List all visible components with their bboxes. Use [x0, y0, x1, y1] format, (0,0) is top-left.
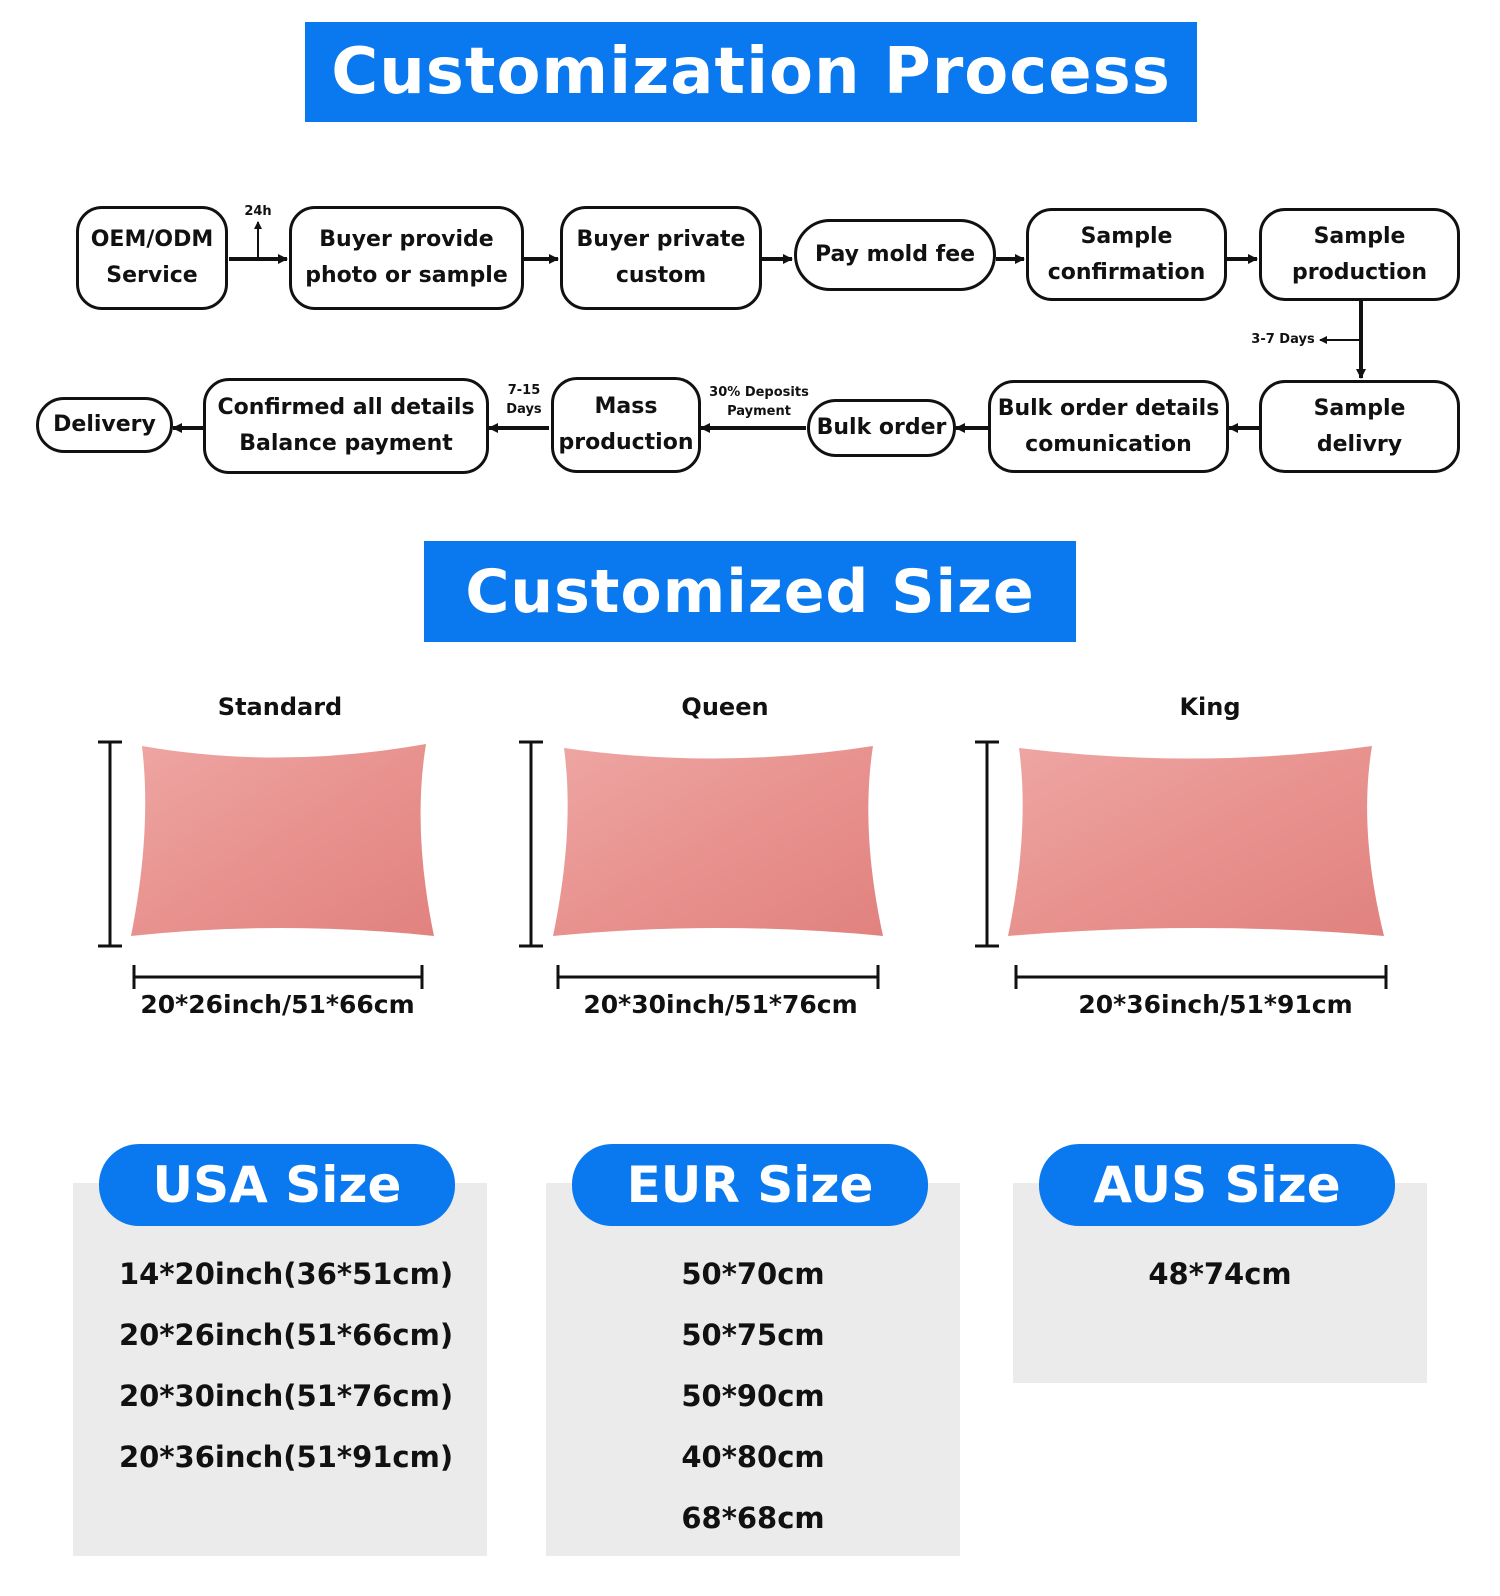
height-bar-queen — [519, 740, 543, 948]
node-line: OEM/ODM — [90, 227, 214, 252]
note-30-deposit: 30% Deposits Payment — [703, 383, 815, 421]
node-pay-mold-fee: Pay mold fee — [794, 219, 996, 291]
aus-size-item: 48*74cm — [1148, 1257, 1292, 1291]
note-line: Payment — [727, 404, 791, 419]
note-24h: 24h — [244, 204, 272, 219]
width-bar-king — [1014, 965, 1388, 989]
node-line: Mass — [594, 394, 658, 419]
node-line: Bulk order — [816, 415, 947, 440]
size-name-king: King — [1179, 693, 1241, 721]
height-bar-king — [975, 740, 999, 948]
width-bar-queen — [556, 965, 880, 989]
node-line: comunication — [1025, 431, 1192, 457]
node-line: custom — [615, 263, 707, 288]
height-bar-standard — [98, 740, 122, 948]
usa-size-item: 20*36inch(51*91cm) — [119, 1440, 454, 1474]
note-7-15-days: 7-15 Days — [500, 381, 548, 419]
size-dims-standard: 20*26inch/51*66cm — [140, 990, 415, 1019]
usa-size-item: 20*26inch(51*66cm) — [119, 1318, 454, 1352]
width-bar-standard — [132, 965, 424, 989]
pillow-standard — [131, 744, 434, 936]
node-mass-production: Mass production — [551, 377, 701, 473]
node-line: Buyer provide — [319, 227, 494, 252]
node-confirmed-details: Confirmed all details Balance payment — [203, 378, 489, 474]
node-sample-delivery: Sample delivry — [1259, 380, 1460, 473]
process-title-banner: Customization Process — [305, 22, 1197, 122]
eur-size-list: 50*70cm 50*75cm 50*90cm 40*80cm 68*68cm — [546, 1254, 960, 1559]
eur-size-item: 40*80cm — [681, 1440, 825, 1474]
pillow-queen — [553, 746, 883, 936]
pillow-shape — [553, 746, 883, 936]
flow-arrows — [172, 221, 1366, 433]
node-line: Balance payment — [239, 431, 453, 456]
node-buyer-private-custom: Buyer private custom — [560, 206, 762, 310]
eur-size-item: 50*70cm — [681, 1257, 825, 1291]
node-delivery: Delivery — [36, 397, 173, 453]
node-line: confirmation — [1047, 259, 1206, 285]
node-line: Confirmed all details — [217, 395, 475, 420]
node-line: production — [1292, 259, 1427, 285]
node-bulk-order: Bulk order — [807, 399, 956, 457]
usa-size-title: USA Size — [99, 1144, 455, 1226]
size-name-queen: Queen — [681, 693, 769, 721]
size-dims-king: 20*36inch/51*91cm — [1078, 990, 1353, 1019]
pillow-shape — [1008, 746, 1384, 936]
node-line: Buyer private — [576, 227, 746, 252]
node-line: Service — [106, 263, 198, 288]
eur-size-title: EUR Size — [572, 1144, 928, 1226]
usa-size-item: 20*30inch(51*76cm) — [119, 1379, 454, 1413]
node-sample-production: Sample production — [1259, 208, 1460, 301]
pillow-king — [1008, 746, 1384, 936]
size-title-banner: Customized Size — [424, 541, 1076, 642]
note-line: Days — [506, 402, 542, 417]
eur-size-item: 50*75cm — [681, 1318, 825, 1352]
node-line: Sample — [1313, 395, 1406, 421]
node-bulk-order-details: Bulk order details comunication — [988, 380, 1229, 473]
node-sample-confirmation: Sample confirmation — [1026, 208, 1227, 301]
size-dims-queen: 20*30inch/51*76cm — [583, 990, 858, 1019]
node-line: production — [558, 430, 694, 455]
node-line: Delivery — [53, 412, 156, 437]
eur-size-item: 50*90cm — [681, 1379, 825, 1413]
pillow-shape — [131, 744, 434, 936]
aus-size-list: 48*74cm — [1013, 1254, 1427, 1315]
node-line: photo or sample — [305, 263, 508, 288]
aus-size-title: AUS Size — [1039, 1144, 1395, 1226]
node-oem-odm-service: OEM/ODM Service — [76, 206, 228, 310]
usa-size-item: 14*20inch(36*51cm) — [119, 1257, 454, 1291]
node-line: Bulk order details — [997, 395, 1220, 421]
node-line: Sample — [1080, 223, 1173, 249]
node-line: delivry — [1316, 431, 1403, 457]
note-3-7-days: 3-7 Days — [1251, 332, 1315, 347]
eur-size-panel — [546, 1183, 960, 1556]
usa-size-panel — [73, 1183, 487, 1556]
size-name-standard: Standard — [217, 693, 343, 721]
note-line: 7-15 — [507, 383, 541, 398]
size-illustrations — [98, 740, 1388, 989]
node-line: Pay mold fee — [814, 242, 976, 267]
node-line: Sample — [1313, 223, 1406, 249]
usa-size-list: 14*20inch(36*51cm) 20*26inch(51*66cm) 20… — [119, 1254, 479, 1498]
note-line: 30% Deposits — [709, 385, 809, 400]
node-buyer-provide: Buyer provide photo or sample — [289, 206, 524, 310]
eur-size-item: 68*68cm — [681, 1501, 825, 1535]
